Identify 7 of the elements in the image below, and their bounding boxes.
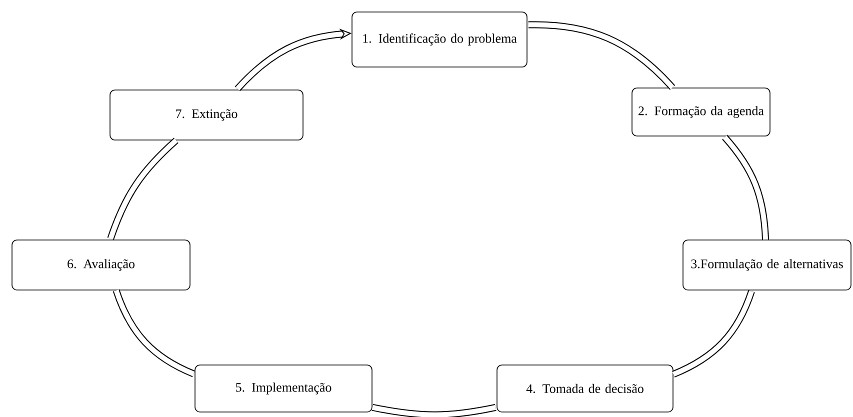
process-box: 6. Avaliação	[12, 240, 190, 290]
process-box: 1. Identificação do problema	[352, 12, 528, 68]
process-box: 2. Formação da agenda	[632, 88, 770, 136]
process-box: 5. Implementação	[194, 364, 372, 412]
process-box: 7. Extinção	[110, 90, 304, 140]
process-box: 4. Tomada de decisão	[496, 364, 674, 412]
process-box: 3.Formulação de alternativas	[682, 240, 852, 290]
